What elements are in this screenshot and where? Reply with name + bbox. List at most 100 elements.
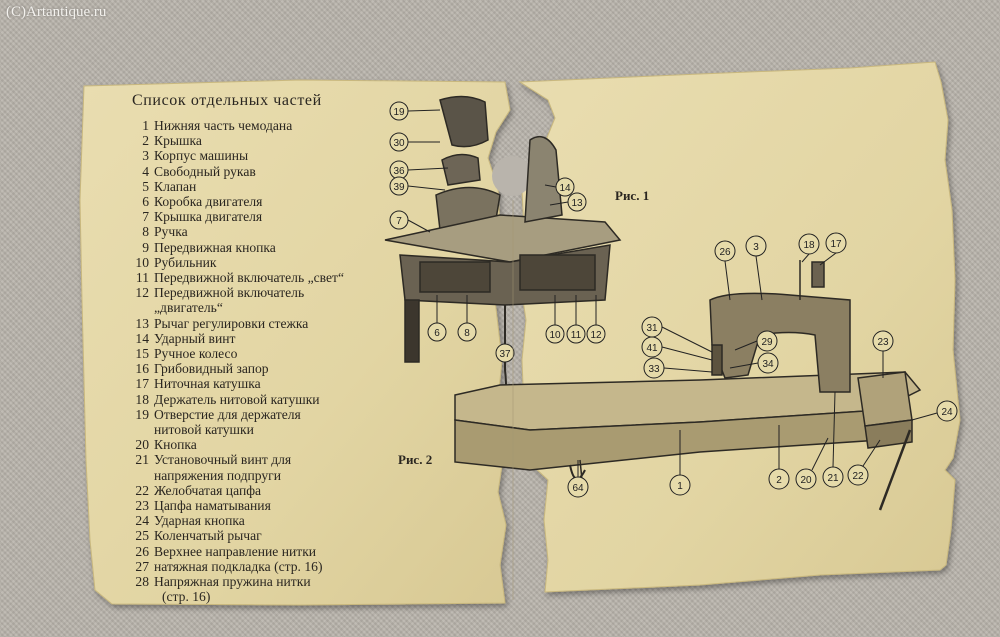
item-text: Ударный винт — [154, 330, 236, 346]
svg-text:22: 22 — [852, 471, 864, 482]
svg-text:10: 10 — [549, 330, 561, 341]
item-number: 15 — [135, 346, 149, 362]
svg-text:8: 8 — [464, 328, 470, 339]
item-text: Держатель нитовой катушки — [154, 391, 320, 407]
item-text: Передвижная кнопка — [154, 239, 276, 255]
watermark: (C)Artantique.ru — [6, 4, 107, 20]
callout-29: 29 — [734, 330, 778, 352]
item-text: Желобчатая цапфа — [154, 482, 262, 498]
svg-text:14: 14 — [559, 183, 571, 194]
callout-37: 37 — [495, 343, 515, 363]
parts-list-item: 3 Корпус машины — [132, 148, 512, 163]
item-number: 26 — [135, 543, 149, 559]
item-number: 7 — [142, 209, 149, 225]
item-number: 27 — [135, 558, 149, 574]
item-text: Ударная кнопка — [154, 513, 245, 529]
svg-text:31: 31 — [646, 323, 658, 334]
callout-24: 24 — [911, 400, 958, 422]
svg-text:34: 34 — [762, 359, 774, 370]
item-number: 5 — [142, 178, 149, 194]
item-number: 14 — [135, 330, 149, 346]
item-text: Верхнее направление нитки — [154, 543, 317, 559]
svg-text:24: 24 — [941, 407, 953, 418]
item-number: 6 — [142, 194, 149, 210]
callout-33: 33 — [643, 357, 713, 379]
svg-text:37: 37 — [499, 349, 511, 360]
parts-list-item: 1 Нижняя часть чемодана — [132, 118, 512, 133]
item-text-continuation: нитовой катушки — [154, 422, 254, 438]
callout-3: 3 — [745, 235, 767, 301]
svg-text:12: 12 — [590, 330, 602, 341]
item-text: Кнопка — [154, 437, 197, 453]
svg-text:30: 30 — [393, 138, 405, 149]
figure-2-callouts: 26 3 18 17 31 29 41 34 33 23 24 1 2 20 2… — [567, 232, 958, 498]
callout-22: 22 — [847, 439, 881, 486]
parts-list-item: 6 Коробка двигателя — [132, 194, 512, 209]
item-text: Коробка двигателя — [154, 194, 263, 210]
parts-list-item: 12 Передвижной включатель„двигатель“ — [132, 285, 512, 315]
item-text: Установочный винт для — [154, 452, 292, 468]
parts-list-title: Список отдельных частей — [132, 92, 322, 109]
callout-39: 39 — [389, 176, 446, 196]
svg-text:21: 21 — [827, 473, 839, 484]
item-number: 28 — [135, 574, 149, 590]
item-text: Напряжная пружина нитки — [154, 574, 311, 590]
item-number: 18 — [135, 391, 149, 407]
item-number: 3 — [142, 148, 149, 164]
callout-23: 23 — [872, 330, 894, 378]
callout-10: 10 — [545, 295, 565, 344]
item-text-continuation: „двигатель“ — [154, 300, 223, 316]
item-number: 10 — [135, 254, 149, 270]
item-number: 1 — [142, 118, 149, 133]
item-number: 20 — [135, 437, 149, 453]
callout-64: 64 — [567, 460, 589, 498]
callout-1: 1 — [669, 430, 691, 496]
svg-text:20: 20 — [800, 475, 812, 486]
callout-13: 13 — [549, 192, 587, 212]
callout-18: 18 — [798, 233, 820, 263]
svg-text:36: 36 — [393, 166, 405, 177]
item-text: Передвижной включатель — [154, 285, 305, 301]
item-number: 11 — [135, 270, 149, 286]
item-text: Корпус машины — [154, 148, 249, 164]
svg-text:39: 39 — [393, 182, 405, 193]
item-number: 23 — [135, 498, 149, 514]
svg-text:19: 19 — [393, 107, 405, 118]
svg-text:13: 13 — [571, 198, 583, 209]
item-number: 12 — [135, 285, 149, 301]
callout-20: 20 — [795, 437, 829, 490]
item-text: Коленчатый рычаг — [154, 528, 262, 544]
svg-text:29: 29 — [761, 337, 773, 348]
item-text: Крышка двигателя — [154, 209, 263, 225]
parts-list-item: 7 Крышка двигателя — [132, 209, 512, 224]
item-text: Нижняя часть чемодана — [154, 118, 293, 133]
item-text: Рычаг регулировки стежка — [154, 315, 309, 331]
callout-7: 7 — [389, 210, 431, 233]
item-number: 2 — [142, 133, 149, 149]
callout-11: 11 — [566, 295, 586, 344]
figure-1-caption: Рис. 1 — [615, 188, 650, 203]
item-number: 4 — [142, 163, 149, 179]
item-text: Ниточная катушка — [154, 376, 261, 392]
callout-41: 41 — [641, 336, 713, 361]
svg-text:41: 41 — [646, 343, 658, 354]
svg-text:23: 23 — [877, 337, 889, 348]
figure-1-illustration — [384, 95, 622, 413]
figure-2-caption: Рис. 2 — [398, 452, 433, 467]
tear-hole — [492, 156, 532, 196]
item-number: 13 — [135, 315, 149, 331]
item-number: 21 — [135, 452, 149, 468]
svg-text:6: 6 — [434, 328, 440, 339]
